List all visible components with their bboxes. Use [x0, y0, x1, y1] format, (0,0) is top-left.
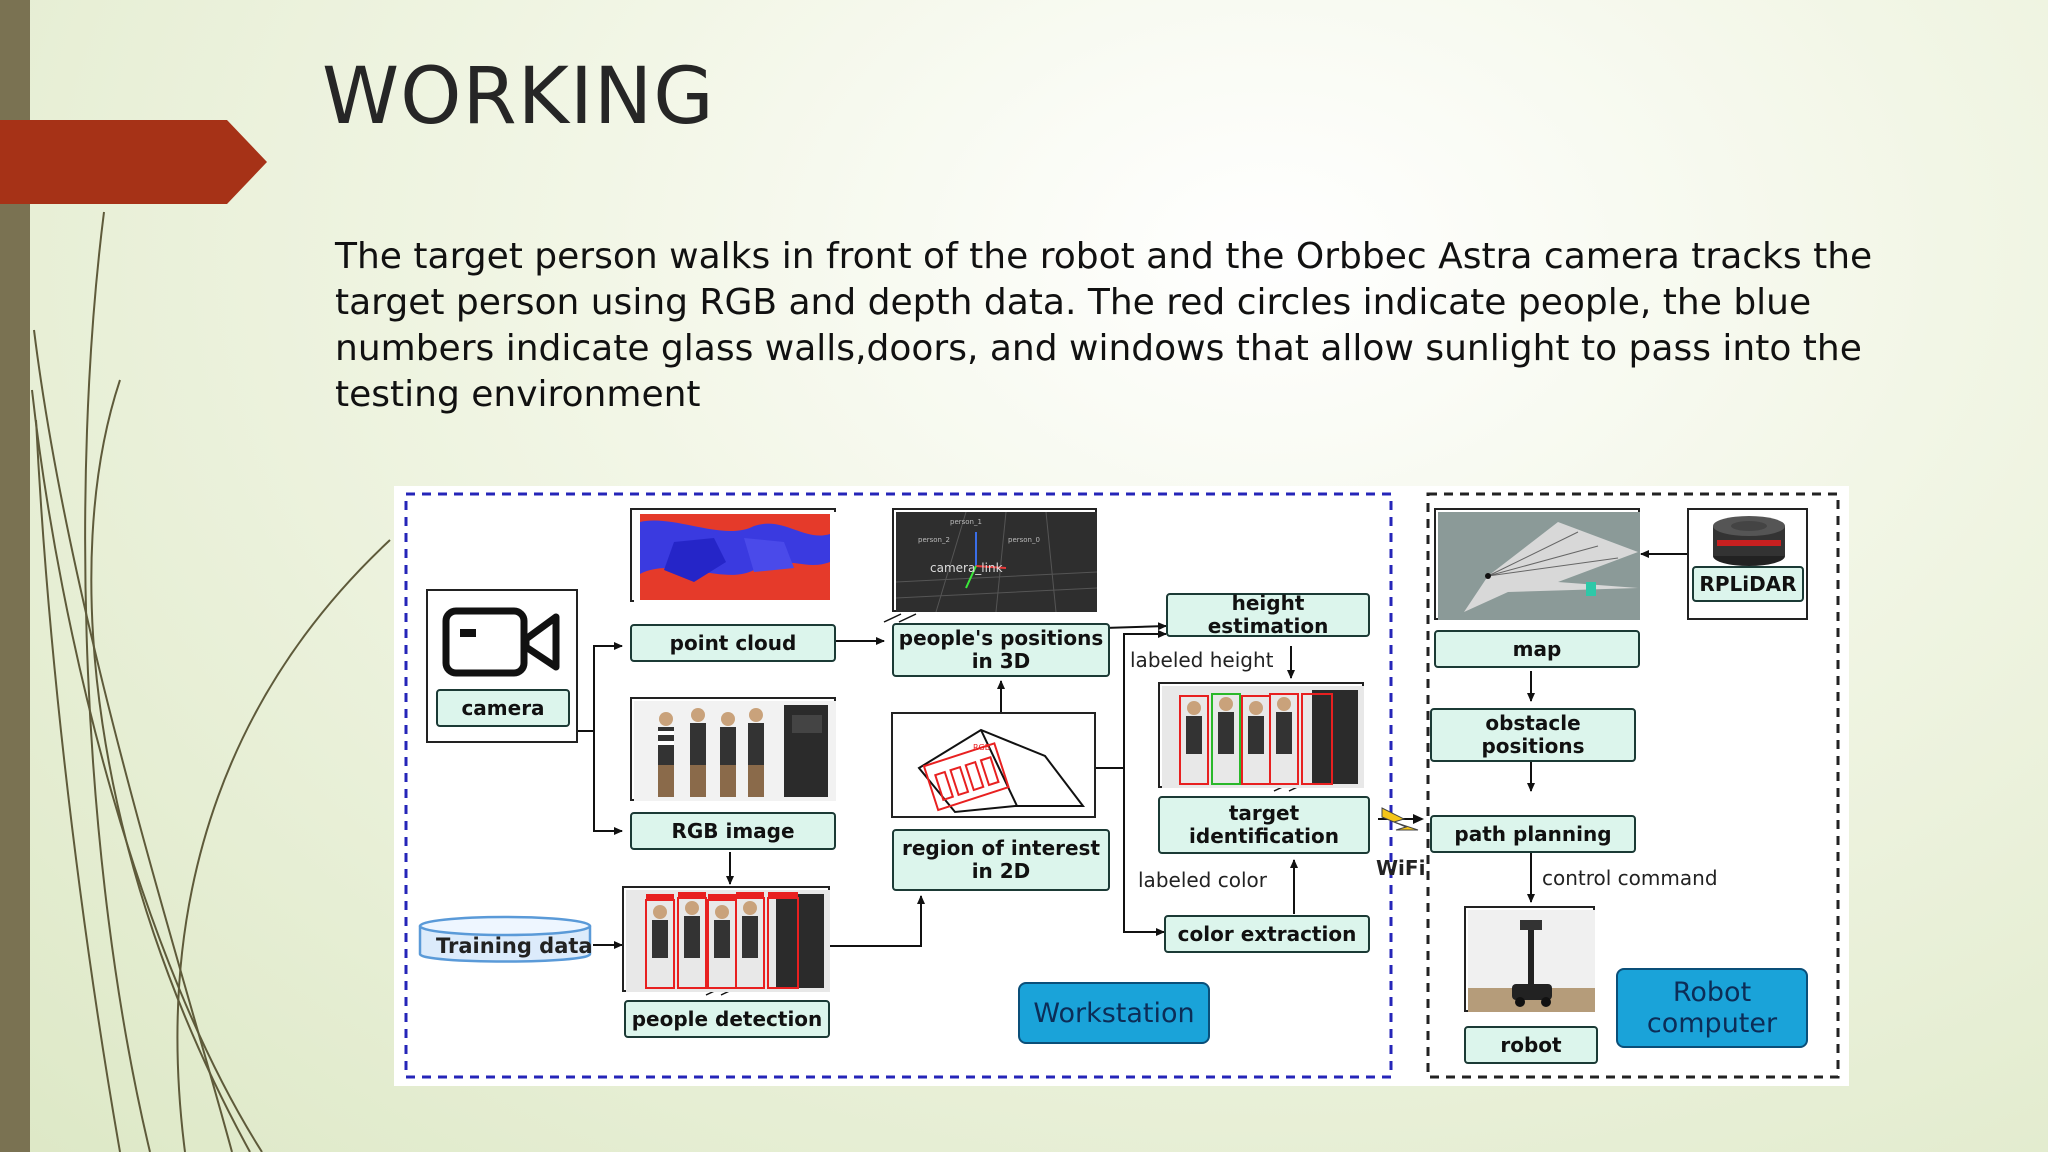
wifi-label: WiFi: [1376, 856, 1426, 880]
point-cloud-image: [630, 508, 836, 602]
control-command-label: control command: [1542, 866, 1718, 890]
camera-link-caption: camera_link: [930, 561, 1003, 575]
roi-to-height: [1096, 630, 1167, 769]
pipeline-diagram: camera_link person_1 person_2 person_0 R…: [394, 486, 1849, 1086]
rgb-image-preview: [630, 697, 836, 801]
person-1-caption: person_1: [950, 518, 982, 526]
obstacle-positions-node: obstacle positions: [1430, 708, 1636, 762]
wifi-lightning-icon: [1381, 807, 1419, 831]
point-cloud-node: point cloud: [630, 624, 836, 662]
roi-2d-image: RGB: [891, 712, 1096, 818]
robot-node: robot: [1464, 1026, 1598, 1064]
map-image: [1434, 508, 1640, 620]
training-data-icon: [418, 915, 592, 963]
people-positions-3d-image: camera_link person_1 person_2 person_0: [892, 508, 1097, 612]
camera-to-rgb-image: [593, 731, 623, 835]
left-sidebar-bar: [0, 0, 30, 1152]
rplidar-node: RPLiDAR: [1692, 566, 1804, 602]
positions-to-height: [1103, 622, 1167, 631]
path-planning-node: path planning: [1430, 815, 1636, 853]
camera-to-point-cloud: [572, 642, 623, 732]
slide-title: WORKING: [322, 52, 715, 142]
rgb-image-node: RGB image: [630, 812, 836, 850]
person-2-caption: person_2: [918, 536, 950, 544]
video-camera-icon: [442, 607, 560, 677]
target-identification-image: [1158, 682, 1364, 788]
roi-to-color: [1123, 768, 1165, 936]
slide-body-text: The target person walks in front of the …: [335, 236, 1873, 415]
people-detection-image: [622, 886, 830, 992]
roi-2d-node: region of interest in 2D: [892, 829, 1110, 891]
robot-computer-badge: Robot computer: [1616, 968, 1808, 1048]
people-detection-node: people detection: [624, 1000, 830, 1038]
workstation-badge: Workstation: [1018, 982, 1210, 1044]
detection-to-roi: [828, 895, 925, 947]
roi-rgb-caption: RGB: [973, 743, 990, 752]
target-identification-node: target identification: [1158, 796, 1370, 854]
rplidar-image: [1687, 508, 1808, 620]
robot-image: [1464, 906, 1595, 1012]
connector-lines: [572, 550, 1687, 949]
title-arrow-marker: [0, 120, 267, 204]
training-data-label: Training data: [436, 934, 593, 958]
color-extraction-node: color extraction: [1164, 915, 1370, 953]
camera-label: camera: [436, 689, 570, 727]
labeled-height-label: labeled height: [1130, 648, 1274, 672]
person-0-caption: person_0: [1008, 536, 1040, 544]
labeled-color-label: labeled color: [1138, 868, 1267, 892]
camera-node: camera: [426, 589, 578, 743]
height-estimation-node: height estimation: [1166, 592, 1370, 638]
people-positions-3d-node: people's positions in 3D: [892, 623, 1110, 677]
map-node: map: [1434, 630, 1640, 668]
diagram-connectors: [404, 492, 1840, 1079]
